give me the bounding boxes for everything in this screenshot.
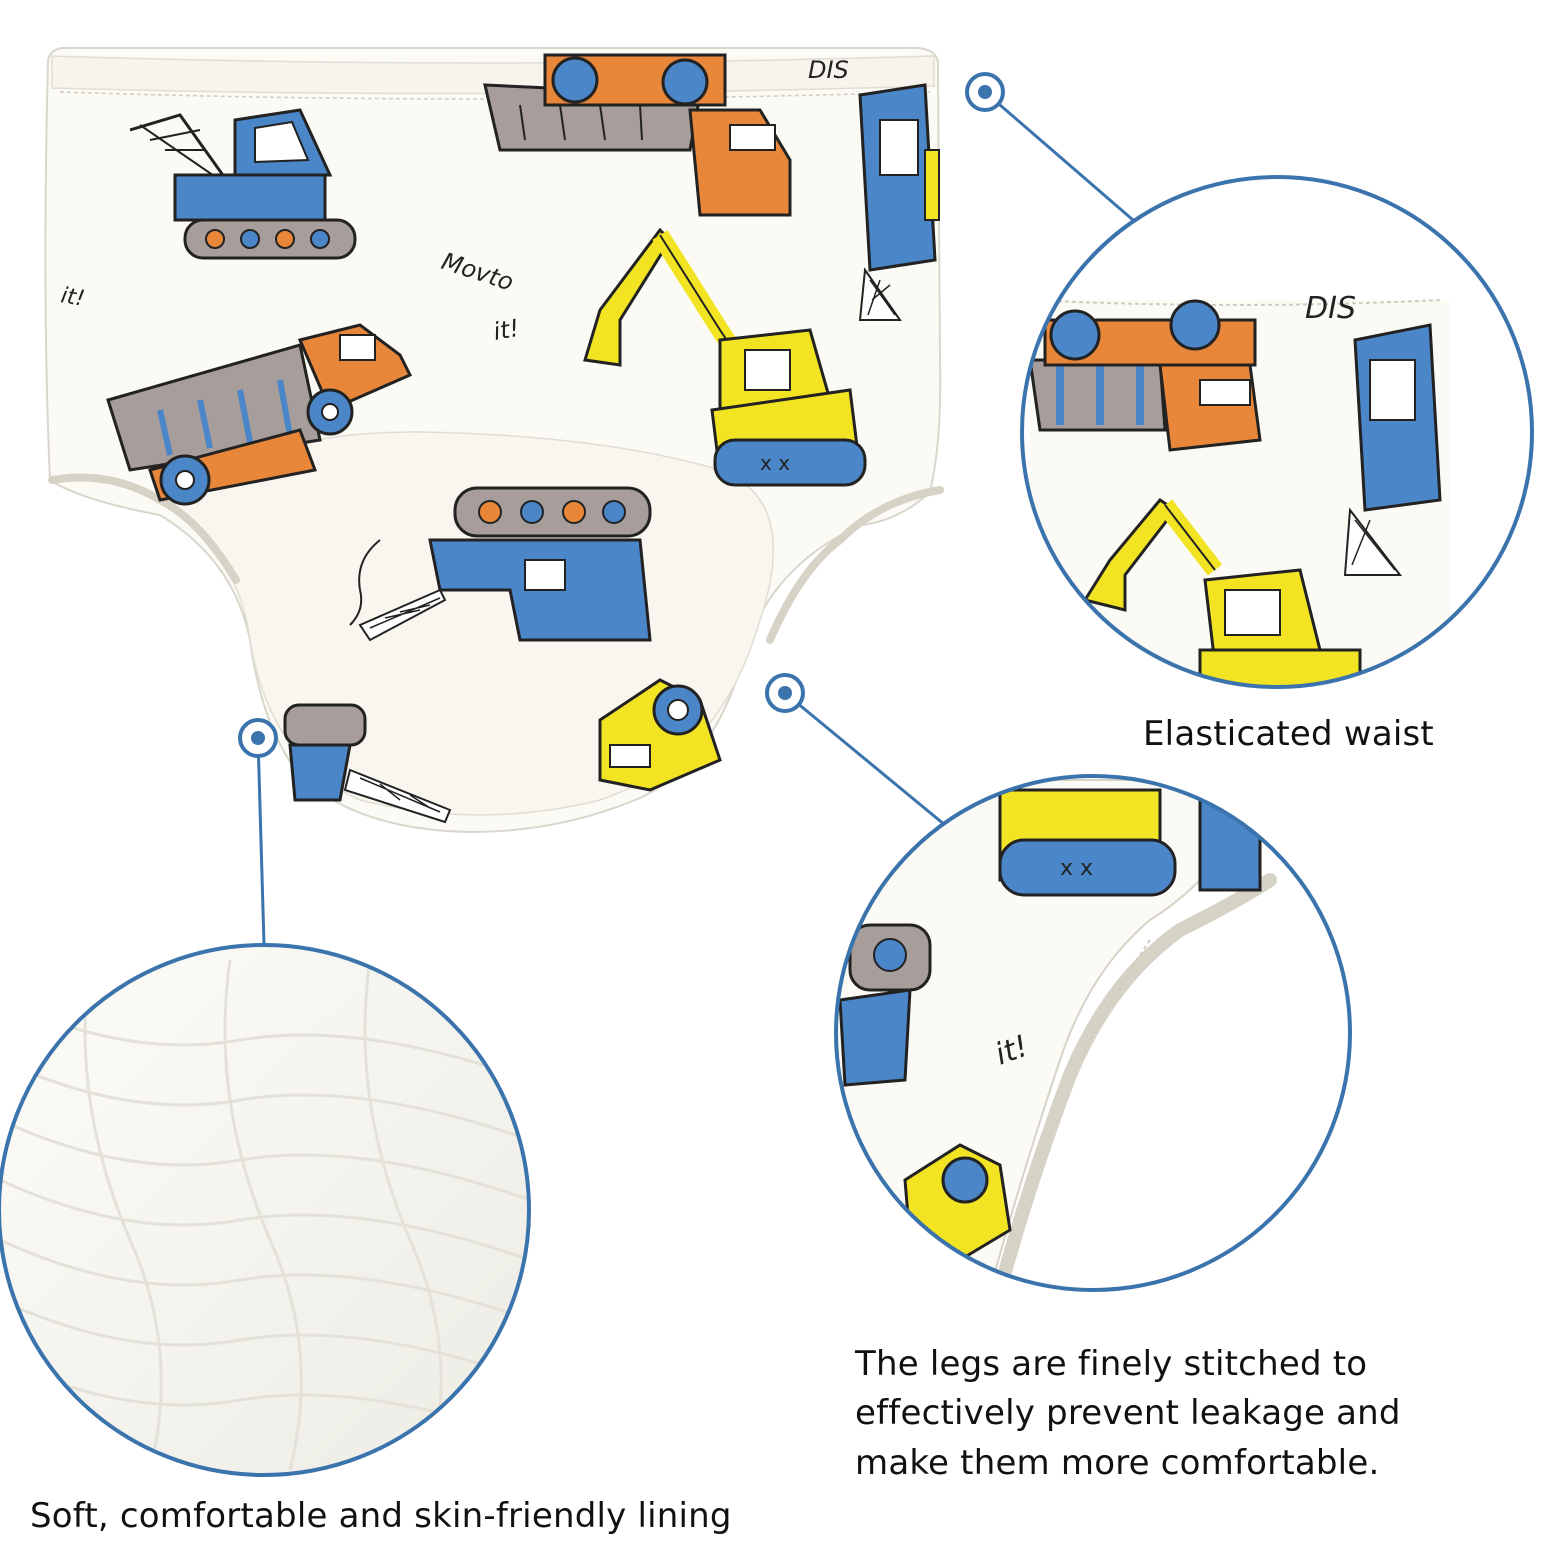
legs-marker-dot [765, 673, 805, 713]
legs-connector-line [784, 691, 946, 827]
callout-dots [238, 72, 1005, 758]
training-pants: x x Movto [44, 47, 944, 834]
small-crane-print [283, 703, 452, 824]
legs-caption: The legs are finely stitched to effectiv… [855, 1344, 1401, 1483]
waist-print-word: DIS [1305, 291, 1356, 326]
waist-marker-dot [965, 72, 1005, 112]
crane-track-print [349, 486, 652, 642]
legs-detail-circle: x x it! [834, 774, 1352, 1292]
lining-marker-dot [238, 718, 278, 758]
excavator-print: x x [583, 227, 867, 487]
crane-truck-print [129, 108, 357, 260]
waist-detail-circle: DIS [1020, 175, 1534, 689]
blue-tower-print [858, 83, 940, 321]
print-word-it: it! [491, 314, 521, 346]
dump-truck-print-top [483, 53, 792, 217]
callout-connectors [256, 90, 1134, 945]
lining-caption: Soft, comfortable and skin-friendly lini… [30, 1496, 732, 1536]
print-word-dis: DIS [808, 56, 849, 84]
print-word-it-left: it! [59, 283, 87, 312]
lining-detail-circle [0, 943, 531, 1477]
waist-caption: Elasticated waist [1143, 714, 1434, 754]
svg-text:x x: x x [760, 451, 790, 475]
waist-connector-line [984, 90, 1134, 222]
lining-connector-line [256, 737, 266, 945]
dump-truck-print-middle [106, 323, 413, 506]
yellow-loader-print [598, 678, 722, 792]
svg-text:x x: x x [1060, 856, 1093, 881]
